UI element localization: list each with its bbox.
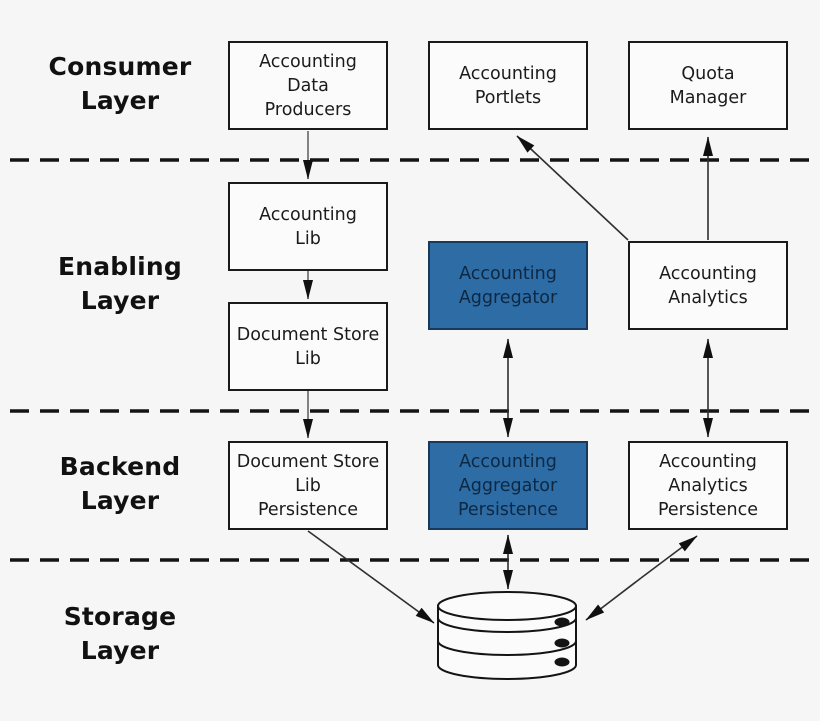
node-accounting-aggregator-persistence: Accounting Aggregator Persistence xyxy=(428,441,588,530)
arrow-analytics-persistence-to-storage-down xyxy=(585,577,642,621)
node-accounting-analytics: Accounting Analytics xyxy=(628,241,788,330)
layer-label-consumer: Consumer Layer xyxy=(48,52,192,115)
arrow-analytics-to-portlets xyxy=(516,135,629,241)
node-accounting-lib: Accounting Lib xyxy=(228,182,388,271)
node-document-store-lib: Document Store Lib xyxy=(228,302,388,391)
node-accounting-portlets: Accounting Portlets xyxy=(428,41,588,130)
layer-label-enabling: Enabling Layer xyxy=(57,252,183,315)
node-quota-manager: Quota Manager xyxy=(628,41,788,130)
node-accounting-aggregator: Accounting Aggregator xyxy=(428,241,588,330)
node-accounting-data-producers: Accounting Data Producers xyxy=(228,41,388,130)
arrow-doc-store-persistence-to-storage xyxy=(307,530,435,624)
node-accounting-analytics-persistence: Accounting Analytics Persistence xyxy=(628,441,788,530)
database-icon xyxy=(437,591,577,680)
arrow-analytics-persistence-to-storage-up xyxy=(640,535,698,579)
layer-label-storage: Storage Layer xyxy=(63,602,177,665)
layer-label-backend: Backend Layer xyxy=(59,452,181,515)
node-document-store-lib-persistence: Document Store Lib Persistence xyxy=(228,441,388,530)
